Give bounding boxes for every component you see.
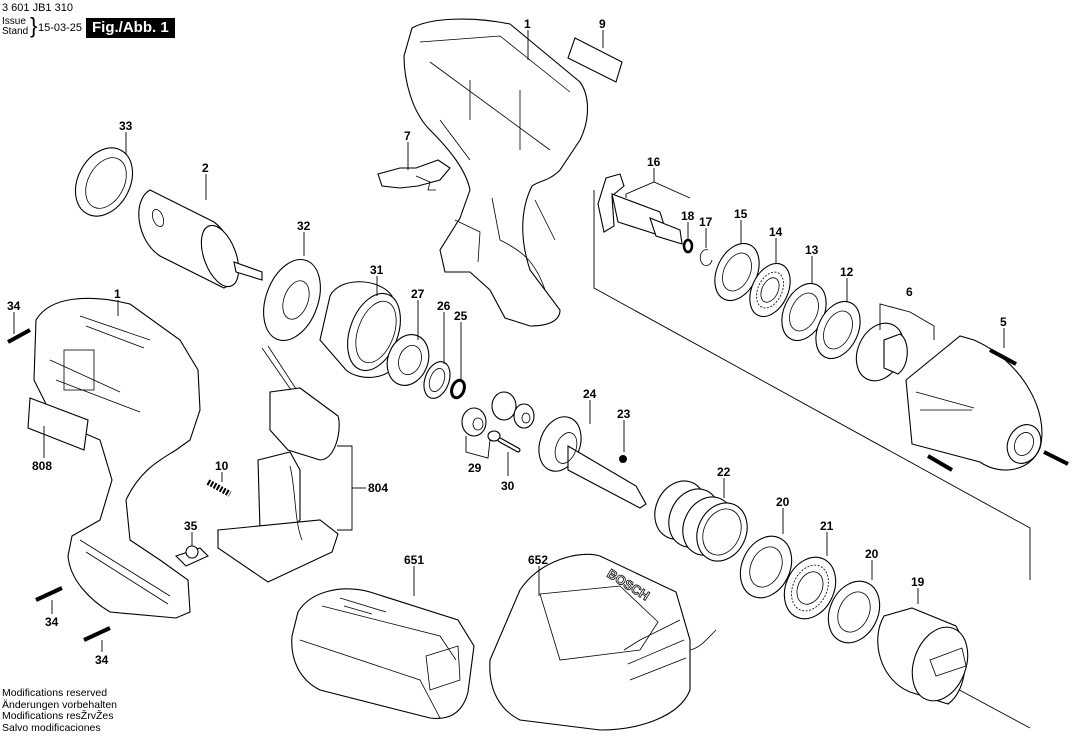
notice-es: Salvo modificaciones xyxy=(2,721,101,734)
part-label: 33 xyxy=(119,119,133,133)
part-label: 26 xyxy=(437,299,451,313)
part-label: 1 xyxy=(114,287,121,301)
spindle-drawing xyxy=(538,416,647,509)
part-label: 15 xyxy=(734,207,748,221)
part-label: 27 xyxy=(411,287,425,301)
screws-5-drawing xyxy=(926,348,1069,472)
part-label: 652 xyxy=(528,553,548,567)
issue-label: Issue Stand xyxy=(2,17,28,37)
part-label: 24 xyxy=(583,387,597,401)
part-label: 20 xyxy=(865,547,879,561)
compression-spring-drawing xyxy=(654,480,748,562)
notice-de: Änderungen vorbehalten xyxy=(2,698,118,711)
part-label: 2 xyxy=(202,161,209,175)
part-label: 29 xyxy=(468,461,482,475)
part-label: 651 xyxy=(404,553,424,567)
direction-switch-drawing xyxy=(377,159,451,191)
part-label: 18 xyxy=(681,209,695,223)
part-label: 13 xyxy=(805,243,819,257)
hammer-drawing xyxy=(877,607,969,705)
screw-34-bottom-drawing xyxy=(83,626,111,642)
part-label: 23 xyxy=(617,407,631,421)
part-label: 1 xyxy=(524,17,531,31)
assembly-axis-lines xyxy=(593,190,1031,729)
led-35-drawing xyxy=(174,545,209,567)
steel-ball-drawing xyxy=(619,455,627,463)
brace-glyph: } xyxy=(30,13,38,38)
type-label-drawing xyxy=(27,397,89,451)
part-label: 34 xyxy=(45,615,59,629)
notice-fr: Modifications resŽrvŽes xyxy=(2,710,114,722)
part-label: 6 xyxy=(906,285,913,299)
part-label: 21 xyxy=(820,519,834,533)
part-label: 808 xyxy=(32,459,52,473)
part-label: 10 xyxy=(215,459,229,473)
part-label: 32 xyxy=(297,219,311,233)
modifications-notice: Modifications reserved Änderungen vorbeh… xyxy=(2,687,118,734)
notice-en: Modifications reserved xyxy=(2,687,108,699)
pin-30-inner xyxy=(498,438,520,452)
part-label: 12 xyxy=(840,265,854,279)
part-label: 30 xyxy=(501,479,515,493)
battery-pack-drawing xyxy=(291,588,475,719)
washer-26-drawing xyxy=(423,361,451,399)
washer-20a-drawing xyxy=(739,535,793,599)
part-label: 19 xyxy=(911,575,925,589)
part-label: 34 xyxy=(95,653,109,667)
part-label: 31 xyxy=(370,263,384,277)
washer-20b-drawing xyxy=(827,580,881,644)
spring-10-drawing xyxy=(206,479,232,497)
screw-34-top-drawing xyxy=(7,328,31,344)
figure-badge: Fig./Abb. 1 xyxy=(86,18,175,38)
motor-drawing xyxy=(138,189,263,289)
planet-gears-drawing xyxy=(461,391,535,442)
part-label: 7 xyxy=(404,129,411,143)
charger-drawing: BOSCH xyxy=(489,553,717,731)
retaining-ring-17-drawing xyxy=(699,249,713,267)
nameplate-drawing xyxy=(567,37,623,83)
part-label: 25 xyxy=(454,309,468,323)
motor-bearing-plate-drawing xyxy=(263,258,321,342)
washer-12-drawing xyxy=(815,300,861,360)
issue-label-de: Stand xyxy=(2,26,29,37)
part-label: 17 xyxy=(699,215,713,229)
part-label: 20 xyxy=(776,495,790,509)
switch-assembly-drawing xyxy=(217,345,340,583)
part-label: 804 xyxy=(368,481,388,495)
o-ring-25-drawing xyxy=(450,378,466,400)
part-label: 9 xyxy=(599,17,606,31)
part-label: 22 xyxy=(717,465,731,479)
leader-lines xyxy=(13,30,1005,652)
part-label: 14 xyxy=(769,225,783,239)
part-label: 34 xyxy=(7,299,21,313)
issue-label-en: Issue xyxy=(2,16,26,27)
o-ring-18-drawing xyxy=(682,238,694,254)
part-label: 5 xyxy=(1000,315,1007,329)
motor-ring-drawing xyxy=(74,147,134,217)
part-number-labels: 1 9 33 7 2 32 16 18 17 15 14 13 12 6 5 3… xyxy=(7,17,1007,667)
ball-bearing-drawing xyxy=(386,334,430,386)
ring-gear-drawing xyxy=(319,281,401,378)
anvil-drawing xyxy=(597,173,683,245)
document-number: 3 601 JB1 310 xyxy=(2,2,73,14)
housing-half-side-drawing xyxy=(33,297,201,619)
housing-half-top-drawing xyxy=(403,18,589,327)
issue-date: 15-03-25 xyxy=(38,22,83,34)
part-label: 16 xyxy=(647,155,661,169)
screw-34-mid-drawing xyxy=(35,586,63,602)
washer-15-drawing xyxy=(714,242,760,302)
thrust-bearing-21-drawing xyxy=(783,556,837,620)
part-label: 35 xyxy=(184,519,198,533)
hammer-case-drawing xyxy=(855,322,1043,471)
thrust-bearing-14-drawing xyxy=(749,262,791,318)
